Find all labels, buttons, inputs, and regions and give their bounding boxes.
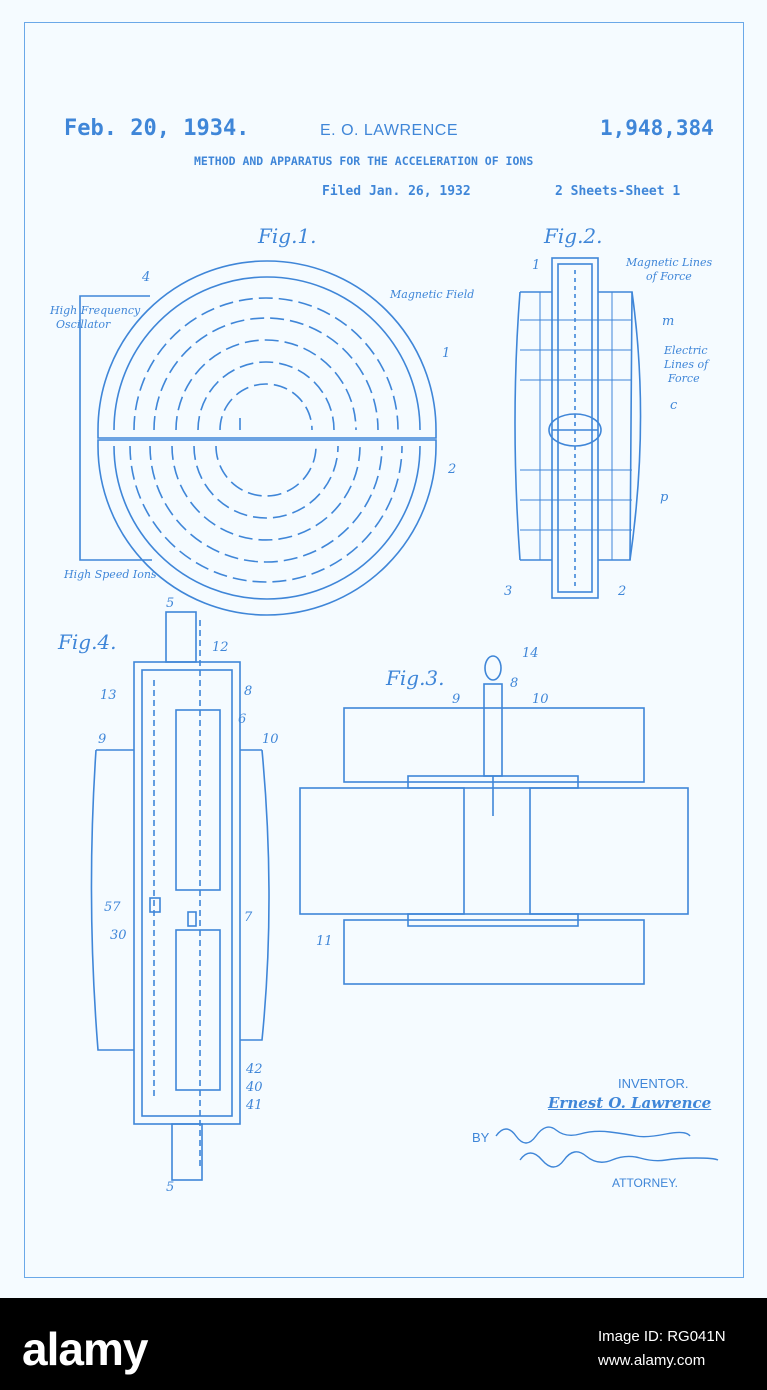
fig1-ref-4: 4 — [142, 270, 151, 285]
fig2-lines-of: Lines of — [664, 358, 709, 371]
fig4-ref-41: 41 — [246, 1098, 263, 1113]
stock-footer — [0, 1298, 767, 1390]
patent-title: METHOD AND APPARATUS FOR THE ACCELERATIO… — [194, 154, 534, 168]
fig1-ref-1: 1 — [442, 346, 451, 361]
fig4-ref-57: 57 — [104, 900, 121, 915]
by-label: BY — [472, 1130, 490, 1145]
fig1-drawing — [79, 260, 437, 616]
patent-drawings — [79, 257, 689, 1181]
inventor-header: E. O. LAWRENCE — [320, 122, 458, 139]
fig2-ref-m: m — [662, 314, 675, 329]
fig3-ref-11: 11 — [316, 934, 333, 949]
fig1-magnetic-field: Magnetic Field — [390, 288, 475, 301]
fig2-drawing — [514, 257, 642, 599]
fig4-ref-8: 8 — [244, 684, 253, 699]
fig1-ref-2: 2 — [448, 462, 457, 477]
fig4-ref-10: 10 — [262, 732, 279, 747]
fig2-force: Force — [668, 372, 700, 385]
image-id: Image ID: RG041N — [598, 1328, 726, 1345]
fig4-ref-7: 7 — [244, 910, 253, 925]
fig1-oscillator: Oscillator — [56, 318, 111, 331]
footer-url: www.alamy.com — [598, 1352, 706, 1369]
patent-date: Feb. 20, 1934. — [64, 116, 250, 141]
alamy-logo: alamy — [22, 1323, 148, 1375]
fig3-ref-8: 8 — [510, 676, 519, 691]
fig4-label: Fig.4. — [58, 630, 117, 654]
fig2-label: Fig.2. — [544, 224, 603, 248]
fig4-ref-13: 13 — [100, 688, 117, 703]
fig4-drawing — [90, 611, 270, 1181]
fig3-label: Fig.3. — [386, 666, 445, 690]
fig2-ref-3: 3 — [504, 584, 513, 599]
sheet-number: 2 Sheets-Sheet 1 — [555, 184, 681, 199]
fig2-ref-p: p — [660, 490, 669, 505]
sheet-border — [24, 22, 744, 1278]
fig1-high-speed-ions: High Speed Ions — [64, 568, 157, 581]
fig1-label: Fig.1. — [258, 224, 317, 248]
fig2-ref-1: 1 — [532, 258, 541, 273]
fig1-high-frequency: High Frequency — [50, 304, 141, 317]
filed-date: Filed Jan. 26, 1932 — [322, 184, 471, 199]
fig4-ref-30: 30 — [110, 928, 127, 943]
fig3-ref-10: 10 — [532, 692, 549, 707]
fig4-ref-5-bottom: 5 — [166, 1180, 175, 1195]
attorney-label: ATTORNEY. — [612, 1176, 679, 1190]
fig2-ref-c: c — [670, 398, 678, 413]
fig2-electric: Electric — [664, 344, 708, 357]
patent-sheet — [0, 0, 767, 1298]
fig4-ref-40: 40 — [246, 1080, 263, 1095]
fig4-ref-12: 12 — [212, 640, 229, 655]
fig2-ref-2: 2 — [618, 584, 627, 599]
fig2-magnetic-lines: Magnetic Lines — [626, 256, 713, 269]
fig3-ref-9: 9 — [452, 692, 461, 707]
fig4-ref-42: 42 — [246, 1062, 263, 1077]
fig4-ref-5-top: 5 — [166, 596, 175, 611]
inventor-heading: INVENTOR. — [618, 1076, 689, 1091]
patent-number: 1,948,384 — [600, 116, 714, 140]
inventor-name: Ernest O. Lawrence — [548, 1094, 712, 1112]
fig4-ref-6: 6 — [238, 712, 247, 727]
fig2-of-force: of Force — [646, 270, 692, 283]
fig3-ref-14: 14 — [522, 646, 539, 661]
fig3-drawing — [299, 655, 689, 985]
fig4-ref-9: 9 — [98, 732, 107, 747]
attorney-signatures — [495, 1126, 719, 1168]
